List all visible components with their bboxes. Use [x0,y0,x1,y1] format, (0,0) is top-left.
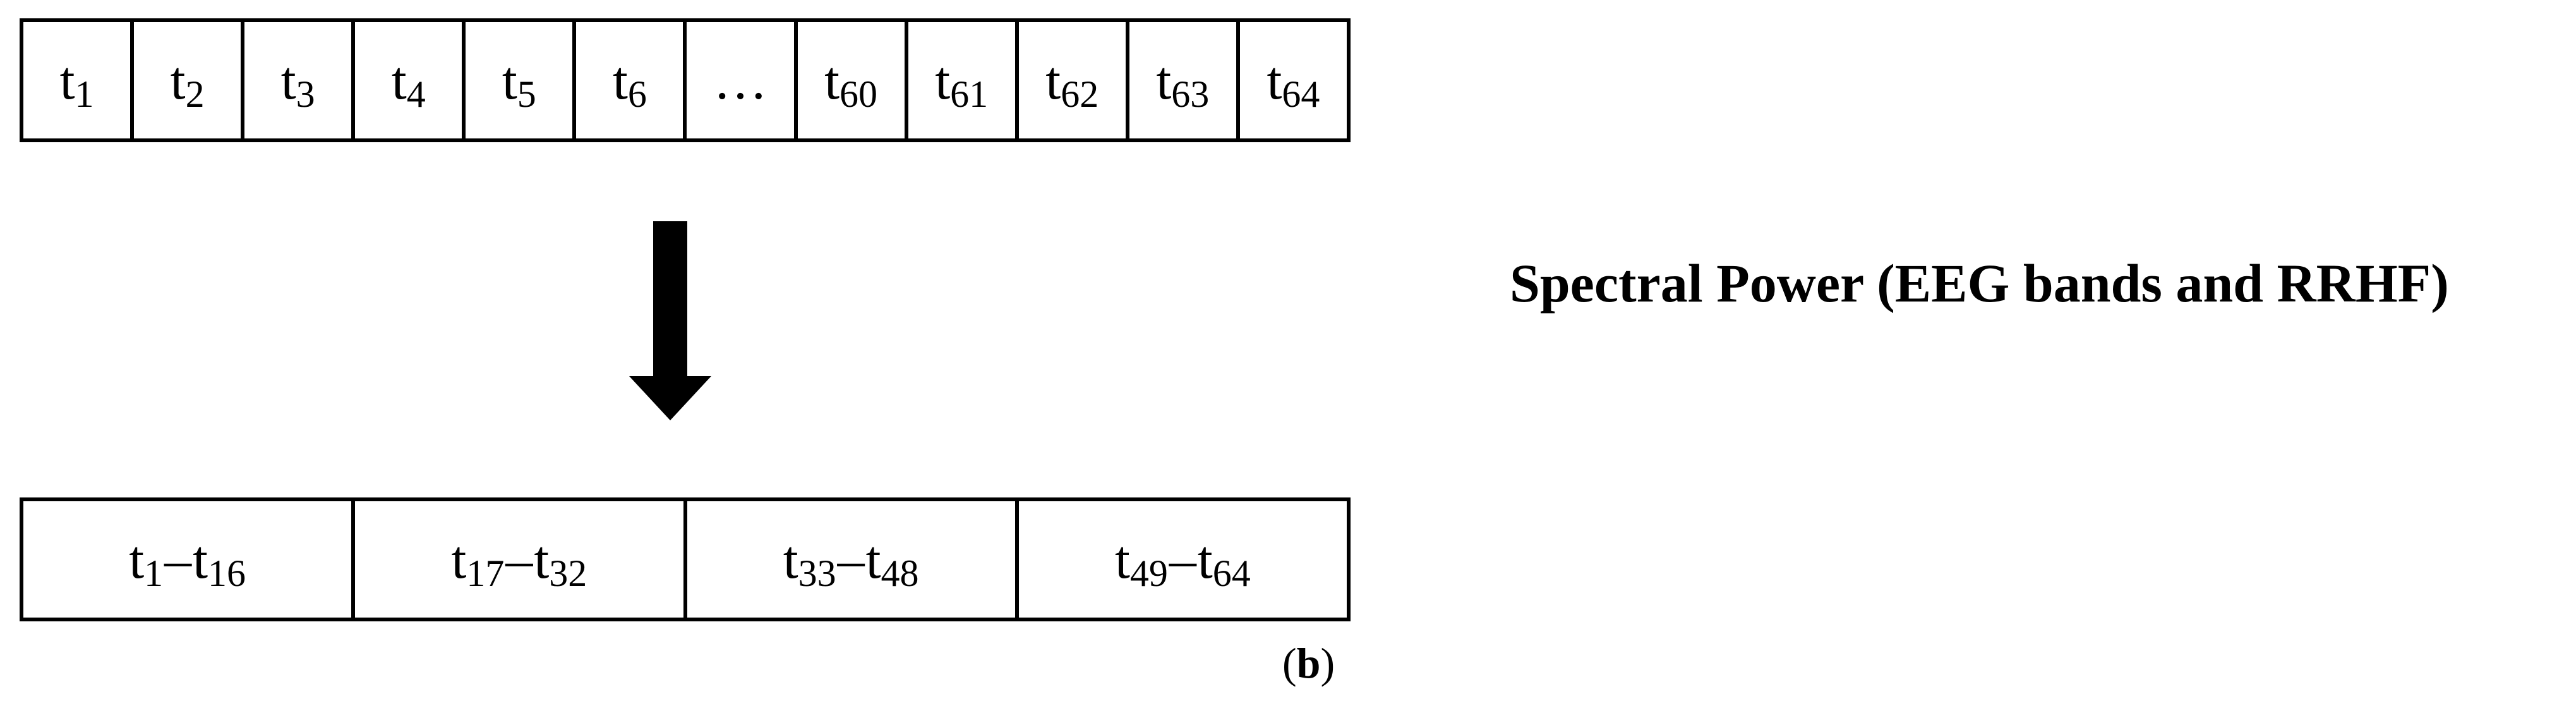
cell-subscript: 5 [517,73,536,115]
cell-base: t [59,50,75,111]
cell-base: t [1156,50,1172,111]
cell-subscript: 1 [75,73,94,115]
window-end-subscript: 48 [881,552,919,594]
ellipsis-cell: … [683,22,793,138]
cell-base: t [612,50,628,111]
window-end-base: t [1197,529,1213,590]
window-start-subscript: 49 [1129,552,1168,594]
cell-subscript: 60 [840,73,878,115]
window-start-base: t [129,529,145,590]
cell-base: t [391,50,407,111]
panel-label-letter: b [1296,639,1321,687]
spectral-power-title: Spectral Power (EEG bands and RRHF) [1510,253,2449,314]
panel-label-open: ( [1282,639,1297,687]
window-start-subscript: 17 [466,552,505,594]
cell-subscript: 63 [1171,73,1210,115]
cell-base: t [1045,50,1061,111]
down-arrow-icon [629,221,711,420]
range-dash: – [505,529,533,590]
cell-base: t [1267,50,1282,111]
range-dash: – [1169,529,1196,590]
range-dash: – [837,529,865,590]
cell-base: t [935,50,951,111]
cell-subscript: 6 [627,73,647,115]
window-start-subscript: 1 [144,552,164,594]
window-end-subscript: 32 [549,552,587,594]
cell-subscript: 3 [296,73,315,115]
window-end-subscript: 16 [208,552,246,594]
cell-base: t [280,50,296,111]
window-start-base: t [1114,529,1130,590]
window-end-base: t [193,529,208,590]
window-end-base: t [534,529,550,590]
cell-subscript: 62 [1061,73,1099,115]
window-start-subscript: 33 [798,552,836,594]
window-start-base: t [451,529,467,590]
window-end-base: t [865,529,881,590]
cell-base: t [170,50,186,111]
panel-label-close: ) [1320,639,1335,687]
window-end-subscript: 64 [1212,552,1251,594]
cell-subscript: 61 [950,73,989,115]
range-dash: – [164,529,192,590]
panel-label: (b) [1282,642,1335,685]
window-start-base: t [783,529,798,590]
cell-base: t [824,50,840,111]
ellipsis-text: … [713,50,767,111]
cell-base: t [502,50,517,111]
cell-subscript: 4 [406,73,426,115]
cell-subscript: 64 [1282,73,1320,115]
cell-subscript: 2 [185,73,205,115]
